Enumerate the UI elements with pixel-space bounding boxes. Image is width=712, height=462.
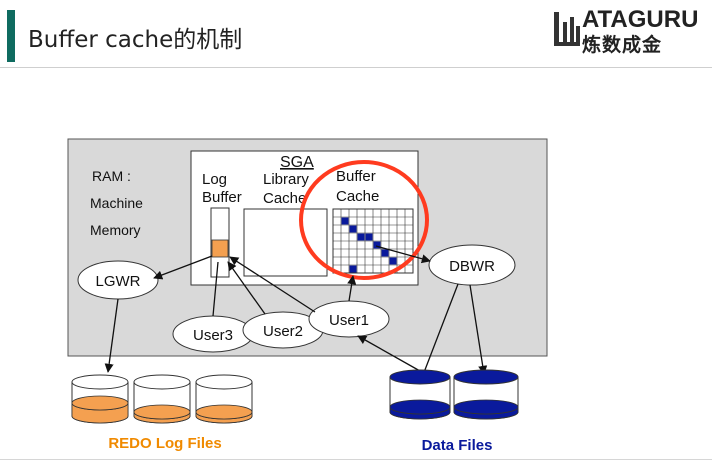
memory-label: Memory (90, 222, 141, 238)
redo-log-file-3 (195, 374, 253, 424)
log-label: Log (202, 171, 227, 188)
dbwr-process (428, 244, 516, 286)
user3-label: User3 (193, 327, 233, 344)
dirty-buffer-block (341, 217, 349, 225)
logo-mark-icon (554, 12, 580, 46)
connector-arrows (104, 245, 488, 376)
library-label: Library (263, 171, 309, 188)
ram-label: RAM : (92, 168, 131, 184)
sga-label: SGA (280, 154, 314, 171)
user2-label: User2 (263, 323, 303, 340)
highlight-circle (299, 160, 429, 280)
dirty-buffer-block (365, 233, 373, 241)
log-buffer-fill (211, 239, 229, 258)
buffer-cache-grid (332, 208, 414, 274)
dbwr-label: DBWR (449, 258, 495, 275)
title-accent-bar (7, 10, 15, 62)
dirty-buffer-block (349, 225, 357, 233)
user1-label: User1 (329, 312, 369, 329)
buffer-cache-label-2: Cache (336, 188, 379, 205)
data-file-2 (453, 369, 519, 420)
log-buffer-label: Buffer (202, 189, 242, 206)
library-cache-box (243, 208, 328, 277)
logo-text-bottom: 炼数成金 (582, 34, 663, 56)
buffer-cache-label-1: Buffer (336, 168, 376, 185)
redo-files-label: REDO Log Files (108, 435, 221, 452)
logo-text-top: ATAGURU (582, 6, 699, 33)
lgwr-label: LGWR (96, 273, 141, 290)
dirty-buffer-block (389, 257, 397, 265)
library-cache-label: Cache (263, 190, 306, 207)
ataguru-logo: ATAGURU 炼数成金 (552, 6, 708, 56)
dirty-buffer-block (381, 249, 389, 257)
slide-header: Buffer cache的机制 ATAGURU 炼数成金 (0, 0, 712, 70)
footer-divider (0, 459, 712, 460)
dirty-buffer-block (373, 241, 381, 249)
header-divider (0, 67, 712, 68)
redo-log-file-1 (71, 374, 129, 424)
slide-title: Buffer cache的机制 (28, 27, 243, 53)
machine-label: Machine (90, 195, 143, 211)
data-file-1 (389, 369, 451, 420)
dirty-buffer-block (357, 233, 365, 241)
data-files-label: Data Files (422, 437, 493, 454)
redo-log-file-2 (133, 374, 191, 424)
dirty-buffer-block (349, 265, 357, 273)
